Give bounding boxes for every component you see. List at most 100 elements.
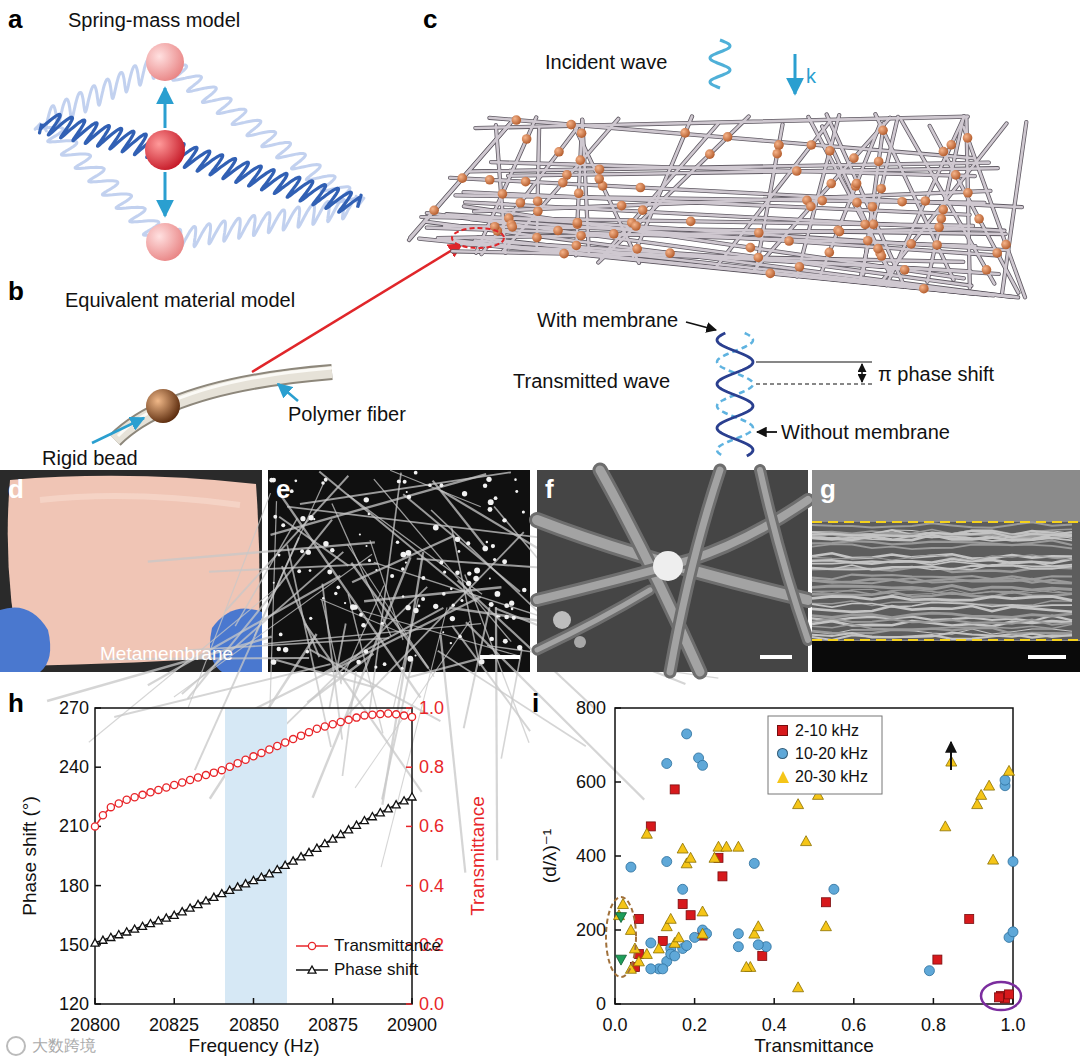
data-marker xyxy=(321,840,329,847)
sem-bead xyxy=(413,608,418,613)
sem-bead xyxy=(504,603,509,608)
data-marker xyxy=(697,928,708,938)
spring-mass-illustration xyxy=(35,43,364,261)
data-marker xyxy=(345,716,352,723)
data-marker xyxy=(741,962,752,972)
sem-bead xyxy=(359,533,361,535)
data-marker xyxy=(242,756,249,763)
bead-dot xyxy=(558,178,568,188)
sem-bead xyxy=(344,602,346,604)
data-marker xyxy=(721,841,732,851)
data-marker xyxy=(653,943,664,953)
sem-bead xyxy=(421,576,425,580)
legend-swatch xyxy=(777,771,789,783)
axis-title: Frequency (Hz) xyxy=(189,1035,320,1057)
legend-box xyxy=(768,716,882,794)
bead-dot xyxy=(533,206,543,216)
bead-dot xyxy=(869,219,879,229)
data-marker xyxy=(99,936,107,943)
sem-bead xyxy=(460,599,463,602)
fiber-line xyxy=(537,127,539,247)
sem-bead xyxy=(433,525,439,531)
sem-bead-closeup xyxy=(537,470,808,672)
bead-dot xyxy=(795,262,805,272)
sem-bead xyxy=(504,615,509,620)
sem-bead xyxy=(271,478,276,483)
sem-bead xyxy=(334,592,337,595)
data-marker xyxy=(820,921,831,931)
fiber-line xyxy=(808,117,892,275)
legend-swatch xyxy=(777,725,788,736)
sem-bead xyxy=(494,496,498,500)
data-marker xyxy=(107,933,115,940)
data-marker xyxy=(377,711,384,718)
axis-tick xyxy=(933,998,935,1004)
data-marker xyxy=(384,805,392,812)
bead-dot xyxy=(825,248,835,258)
fiber-line xyxy=(822,126,890,276)
data-marker xyxy=(984,780,995,790)
fiber-line xyxy=(875,114,953,280)
data-marker xyxy=(646,964,656,974)
sem-bead xyxy=(479,659,485,665)
sem-bead xyxy=(443,570,446,573)
wave-label: Incident wave xyxy=(545,51,667,74)
sem-fiber xyxy=(148,542,375,561)
sem-fiber xyxy=(464,607,490,728)
tick-label: 0.4 xyxy=(762,1015,787,1036)
bead-dot xyxy=(594,174,604,184)
data-marker xyxy=(123,928,131,935)
bead-dot xyxy=(554,147,564,157)
sem-cross-section xyxy=(812,470,1080,672)
sem-bead xyxy=(499,616,501,618)
bead-dot xyxy=(932,240,942,250)
data-marker xyxy=(257,873,265,880)
sem-fiber xyxy=(300,472,511,504)
layered-fiber xyxy=(812,624,1072,629)
sem-bead xyxy=(271,659,277,665)
bead-dot xyxy=(553,226,563,236)
sem-bead xyxy=(473,576,479,582)
data-marker xyxy=(265,870,273,877)
data-marker xyxy=(400,797,408,804)
wave-label: Transmitted wave xyxy=(513,370,670,393)
bead-dot xyxy=(686,217,696,227)
sem-bead xyxy=(467,571,471,575)
sem-bead xyxy=(407,656,413,662)
bead-dot xyxy=(946,140,956,150)
zoom-ellipse xyxy=(452,228,504,248)
data-marker xyxy=(91,939,99,946)
axis-title: (d/λ)⁻¹ xyxy=(539,829,561,883)
data-marker xyxy=(131,925,139,932)
scale-bar xyxy=(1028,655,1066,659)
sem-fiber xyxy=(441,491,541,551)
bead-dot xyxy=(951,170,961,180)
watermark: 大数跨境 xyxy=(32,1037,96,1055)
glove xyxy=(0,608,50,673)
data-marker xyxy=(297,853,305,860)
tick-label: 270 xyxy=(59,698,89,719)
data-marker xyxy=(313,725,320,732)
fiber-line xyxy=(478,238,1019,298)
fiber-line xyxy=(503,119,618,251)
data-marker xyxy=(733,942,743,952)
fiber-line xyxy=(860,117,898,281)
data-marker xyxy=(226,886,234,893)
bead-dot xyxy=(573,218,583,228)
sem-fiber xyxy=(340,585,384,683)
bead-dot xyxy=(516,198,526,208)
data-marker xyxy=(677,843,688,853)
bead-dot xyxy=(826,179,836,189)
data-marker xyxy=(697,906,708,916)
bead-dot xyxy=(774,140,784,150)
wave-label: With membrane xyxy=(537,309,678,332)
data-marker xyxy=(758,951,767,960)
sem-bead xyxy=(324,478,328,482)
data-marker xyxy=(400,712,407,719)
data-marker xyxy=(634,914,643,923)
axis-tick xyxy=(95,707,101,709)
mass-ball xyxy=(146,223,184,261)
panel-letter: i xyxy=(532,689,539,719)
data-marker xyxy=(670,785,679,794)
sem-bead xyxy=(406,491,408,493)
